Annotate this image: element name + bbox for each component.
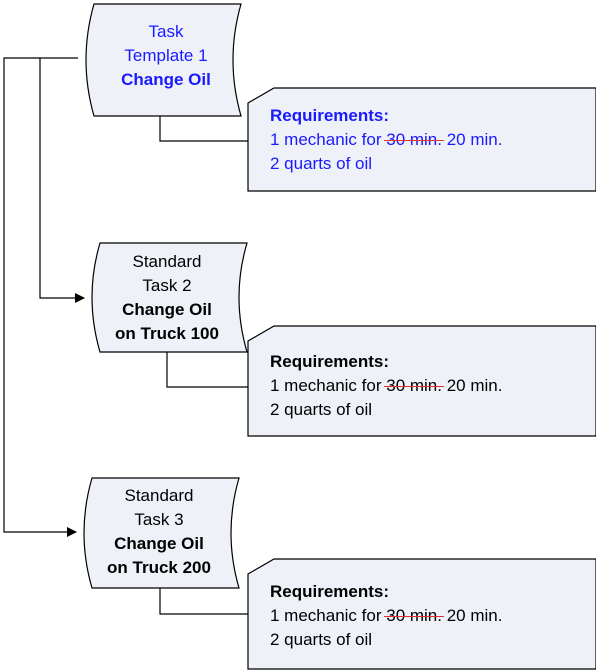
requirements-title: Requirements: — [270, 352, 390, 371]
task-name-line2: on Truck 200 — [107, 558, 211, 577]
old-time-struck: 30 min. — [384, 374, 444, 398]
oil-line: 2 quarts of oil — [270, 630, 373, 649]
mechanic-line: 1 mechanic for 30 min. 20 min. — [270, 604, 502, 628]
old-time-struck: 30 min. — [384, 604, 444, 628]
standard-task-2-shape — [91, 242, 248, 353]
task-name-line1: Change Oil — [114, 534, 204, 553]
task-number-label: Template 1 — [124, 46, 208, 65]
task-name: Change Oil — [121, 70, 211, 89]
task-type-label: Standard — [132, 252, 202, 271]
requirements-box-3 — [247, 558, 596, 670]
new-time: 20 min. — [446, 376, 503, 395]
connector-template-to-task3 — [3, 57, 77, 537]
task-type-label: Standard — [124, 486, 194, 505]
standard-task-3-shape — [83, 477, 240, 589]
standard-task-3-label: Standard Task 3 Change Oil on Truck 200 — [88, 484, 230, 580]
mechanic-line: 1 mechanic for 30 min. 20 min. — [270, 128, 502, 152]
connector-template-to-task2 — [39, 57, 85, 303]
old-time-struck: 30 min. — [384, 128, 444, 152]
new-time: 20 min. — [446, 130, 503, 149]
requirements-box-2 — [247, 325, 596, 437]
task-name-line1: Change Oil — [122, 300, 212, 319]
requirements-3-text: Requirements: 1 mechanic for 30 min. 20 … — [270, 580, 502, 652]
new-time: 20 min. — [446, 606, 503, 625]
mechanic-line: 1 mechanic for 30 min. 20 min. — [270, 374, 502, 398]
connector-task2-to-req2 — [166, 352, 248, 388]
connector-task3-to-req3 — [159, 588, 248, 615]
requirements-box-1 — [247, 87, 596, 192]
mechanic-prefix: 1 mechanic for — [270, 606, 382, 625]
task-number-label: Task 2 — [142, 276, 192, 295]
oil-line: 2 quarts of oil — [270, 154, 373, 173]
requirements-title: Requirements: — [270, 106, 390, 125]
mechanic-prefix: 1 mechanic for — [270, 376, 382, 395]
requirements-1-text: Requirements: 1 mechanic for 30 min. 20 … — [270, 104, 502, 176]
task-number-label: Task 3 — [134, 510, 184, 529]
standard-task-2-label: Standard Task 2 Change Oil on Truck 100 — [96, 250, 238, 346]
task-type-label: Task — [148, 22, 184, 41]
task-template-1-shape — [85, 3, 242, 117]
requirements-2-text: Requirements: 1 mechanic for 30 min. 20 … — [270, 350, 502, 422]
task-template-1-label: Task Template 1 Change Oil — [96, 20, 236, 92]
connector-template-to-req1 — [159, 116, 248, 142]
oil-line: 2 quarts of oil — [270, 400, 373, 419]
mechanic-prefix: 1 mechanic for — [270, 130, 382, 149]
requirements-title: Requirements: — [270, 582, 390, 601]
task-name-line2: on Truck 100 — [115, 324, 219, 343]
